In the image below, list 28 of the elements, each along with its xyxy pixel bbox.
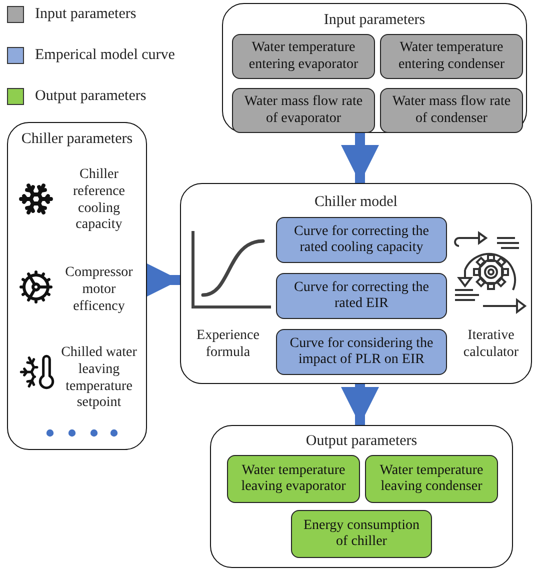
legend-text: Output parameters: [35, 88, 146, 105]
panel-title: Input parameters: [322, 12, 426, 29]
parameter-box: Curve for correcting the rated EIR: [276, 273, 447, 319]
group-panel: [180, 183, 532, 384]
item-label: Compressor motor efficency: [64, 265, 134, 316]
item-label: Iterative calculator: [462, 328, 520, 362]
panel-title: Chiller parameters: [20, 131, 134, 148]
parameter-box: Water mass flow rate of condenser: [380, 88, 523, 133]
legend-text: Emperical model curve: [35, 47, 175, 64]
group-panel: [222, 3, 527, 133]
panel-title: Chiller model: [314, 194, 398, 211]
legend-text: Input parameters: [35, 6, 136, 23]
item-label: Chilled water leaving temperature setpoint: [60, 345, 138, 412]
parameter-box: Water temperature entering condenser: [380, 34, 523, 79]
parameter-box: Curve for considering the impact of PLR on EIR: [276, 329, 447, 375]
group-panel: [7, 122, 147, 450]
block-arrow: [341, 384, 379, 425]
parameter-box: Water temperature entering evaporator: [232, 34, 375, 79]
item-label: Experience formula: [196, 328, 260, 362]
parameter-box: Curve for correcting the rated cooling capacity: [276, 217, 447, 263]
parameter-box: Energy consumption of chiller: [291, 510, 432, 558]
item-label: Chiller reference cooling capacity: [72, 167, 126, 234]
group-panel: [210, 425, 513, 568]
block-arrow: [341, 133, 379, 183]
panel-title: Output parameters: [304, 433, 418, 450]
parameter-box: Water temperature leaving evaporator: [227, 455, 360, 503]
parameter-box: Water mass flow rate of evaporator: [232, 88, 375, 133]
parameter-box: Water temperature leaving condenser: [365, 455, 498, 503]
